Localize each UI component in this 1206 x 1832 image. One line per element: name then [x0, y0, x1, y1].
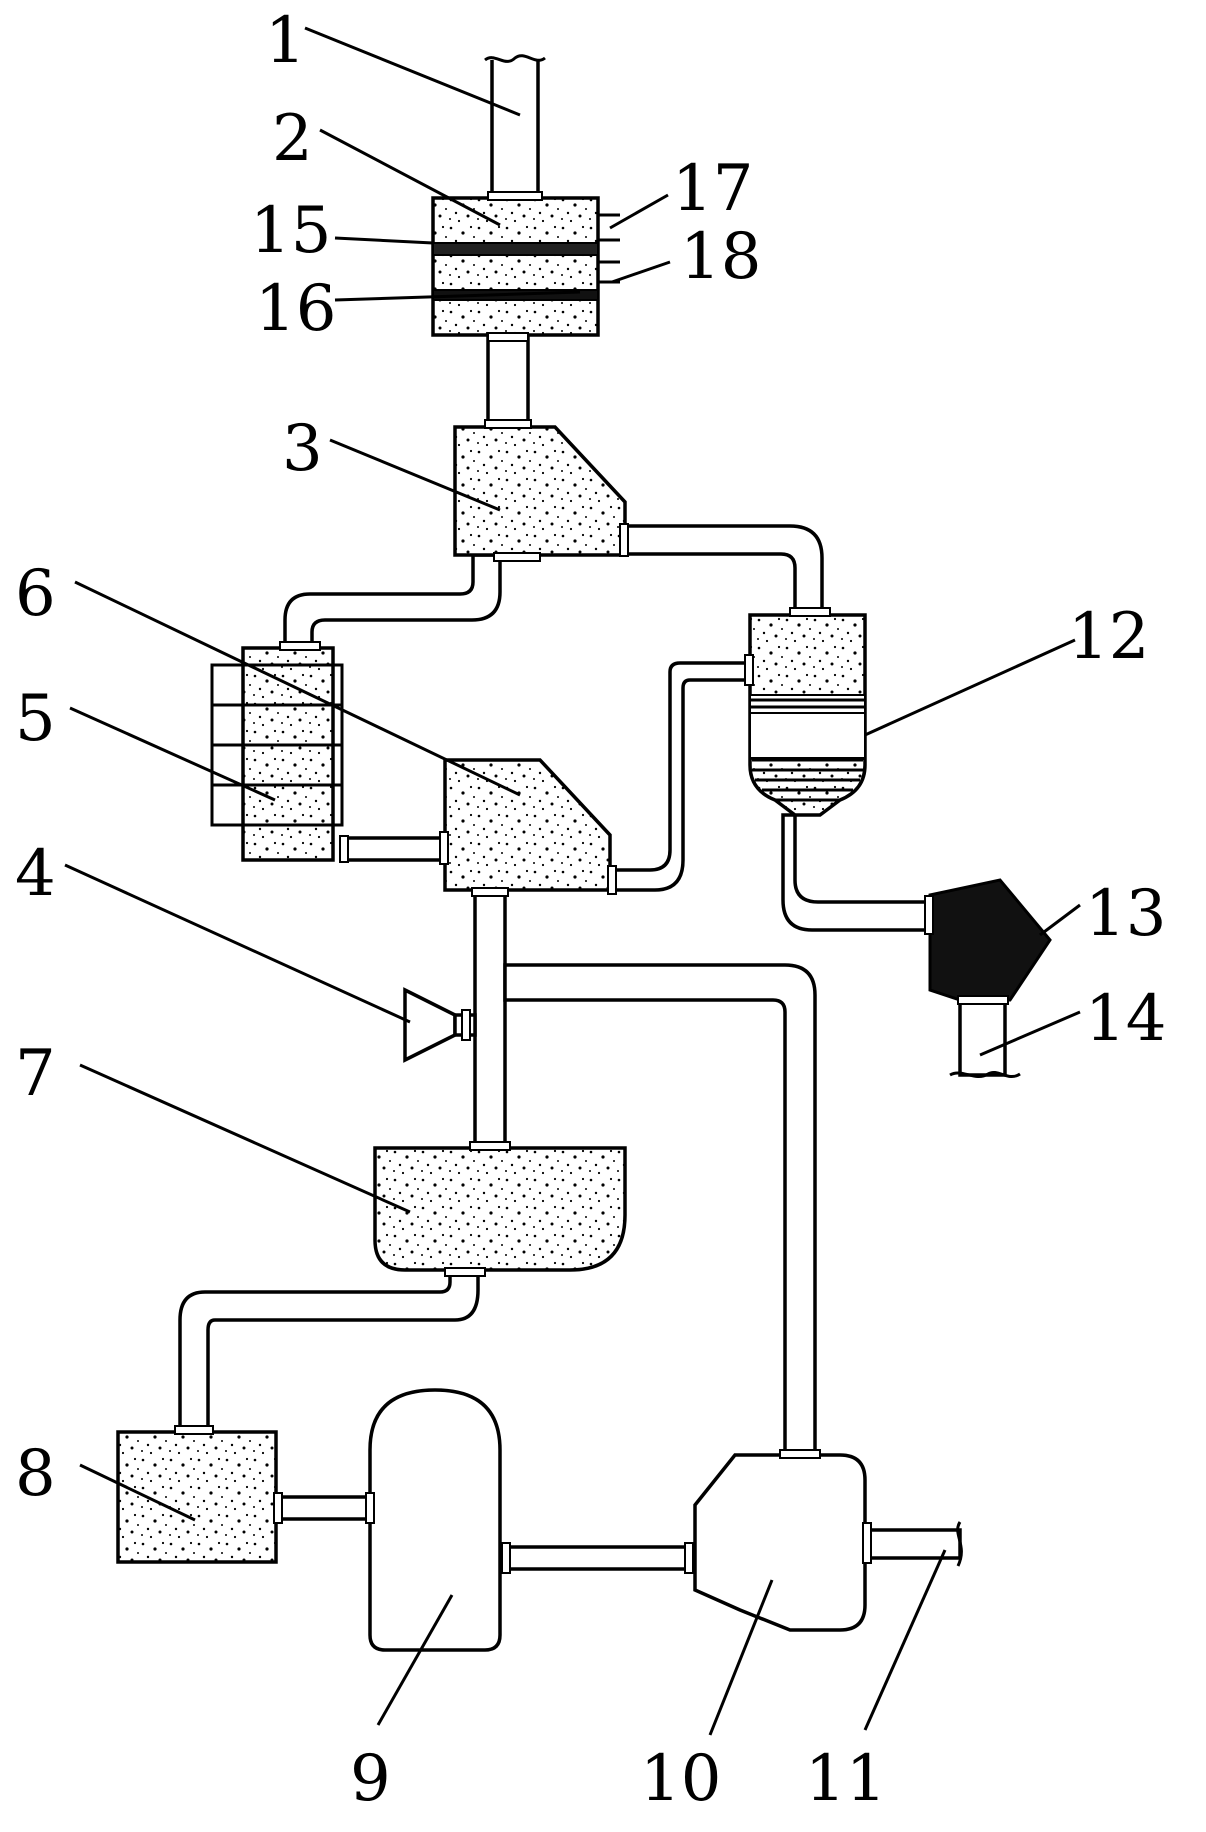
vessel-9	[365, 1388, 511, 1652]
pipe-5-6	[340, 836, 444, 862]
leader-3	[329, 438, 501, 512]
leader-5	[69, 706, 276, 802]
leader-18	[611, 260, 671, 284]
leader-14	[979, 1010, 1081, 1057]
pipe-3-5	[283, 553, 502, 650]
leader-2	[319, 128, 501, 227]
label-15: 15	[250, 194, 331, 268]
leader-13	[1039, 903, 1081, 937]
label-18: 18	[680, 220, 761, 294]
label-4: 4	[15, 837, 56, 911]
label-7: 7	[15, 1037, 56, 1111]
leader-9	[376, 1594, 454, 1726]
leader-15	[334, 236, 434, 245]
leader-11	[863, 1549, 947, 1731]
leader-6	[74, 580, 521, 797]
tank-7	[373, 1141, 627, 1277]
label-9: 9	[350, 1742, 391, 1816]
label-17: 17	[672, 152, 753, 226]
label-2: 2	[272, 102, 313, 176]
leader-12	[864, 638, 1076, 737]
label-12: 12	[1068, 600, 1149, 674]
leader-17	[609, 193, 669, 230]
pipe-6-12	[608, 661, 752, 892]
pipe-9-10	[503, 1545, 692, 1571]
label-14: 14	[1085, 982, 1166, 1056]
pump-10	[684, 1449, 872, 1632]
separator-3	[453, 419, 629, 562]
leader-7	[79, 1063, 411, 1214]
label-3: 3	[282, 412, 323, 486]
rack-unit-5	[210, 641, 349, 863]
equipment	[116, 191, 1052, 1652]
label-13: 13	[1085, 877, 1166, 951]
leader-10	[708, 1579, 774, 1736]
leader-lines	[64, 26, 1081, 1736]
inlet-pipe	[490, 60, 540, 200]
label-8: 8	[15, 1437, 56, 1511]
pipe-12-13	[781, 813, 932, 932]
label-1: 1	[265, 4, 306, 78]
leader-8	[79, 1463, 196, 1522]
pipe-2-3	[486, 333, 530, 427]
pipes	[178, 54, 1021, 1571]
label-6: 6	[15, 557, 56, 631]
tower-12	[744, 607, 867, 817]
leader-1	[304, 26, 521, 117]
filter-unit-2	[431, 191, 620, 342]
pipe-3-12	[623, 524, 824, 614]
leader-4	[64, 863, 411, 1024]
number-labels: 1 2 15 16 17 18 3 6 5 4 7 8 12 13 14 9 1…	[15, 4, 1166, 1816]
label-10: 10	[640, 1742, 721, 1816]
separator-6	[439, 758, 617, 897]
label-5: 5	[15, 682, 56, 756]
leader-16	[334, 290, 581, 302]
outlet-pipe-11	[863, 1528, 962, 1560]
pipe-14	[958, 1000, 1007, 1077]
pipe-6-7	[473, 888, 507, 1150]
pipe-8-9	[273, 1495, 372, 1521]
blower-13	[924, 878, 1052, 1005]
label-11: 11	[805, 1742, 886, 1816]
nozzle-4	[403, 987, 477, 1063]
label-16: 16	[255, 272, 336, 346]
